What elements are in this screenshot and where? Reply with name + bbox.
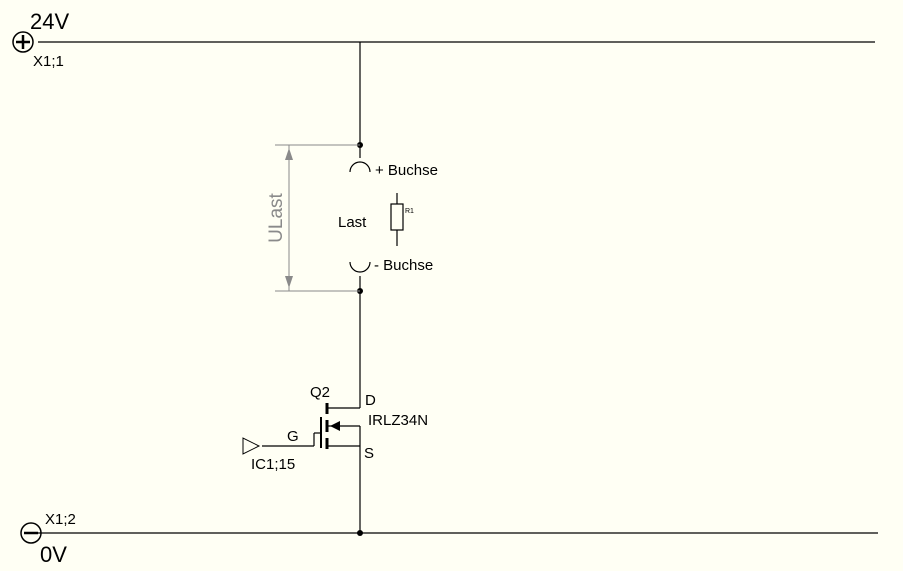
arrow-up-icon xyxy=(285,148,293,160)
top-terminal-label: X1;1 xyxy=(33,53,64,70)
minus-socket-label: - Buchse xyxy=(374,257,433,274)
gate-signal-label: IC1;15 xyxy=(251,456,295,473)
mosfet-part-label: IRLZ34N xyxy=(368,412,428,429)
mosfet-icon xyxy=(320,403,361,449)
plus-socket-label: + Buchse xyxy=(375,162,438,179)
bottom-voltage-label: 0V xyxy=(40,542,67,567)
top-voltage-label: 24V xyxy=(30,9,69,34)
source-label: S xyxy=(364,445,374,462)
resistor-ref-label: R1 xyxy=(405,208,414,215)
load-label: Last xyxy=(338,214,367,231)
gate-label: G xyxy=(287,428,299,445)
drain-label: D xyxy=(365,392,376,409)
minus-terminal-icon xyxy=(20,522,42,544)
minus-socket-icon xyxy=(349,261,371,273)
plus-socket-icon xyxy=(349,161,371,173)
voltage-dimension xyxy=(275,144,360,292)
bottom-terminal-label: X1;2 xyxy=(45,511,76,528)
junction-dot xyxy=(357,530,363,536)
resistor-icon xyxy=(390,193,404,246)
arrow-down-icon xyxy=(285,276,293,288)
mosfet-ref-label: Q2 xyxy=(310,384,330,401)
gate-signal-input-icon xyxy=(242,437,261,455)
dimension-label: ULast xyxy=(266,192,287,242)
plus-terminal-icon xyxy=(12,31,34,53)
